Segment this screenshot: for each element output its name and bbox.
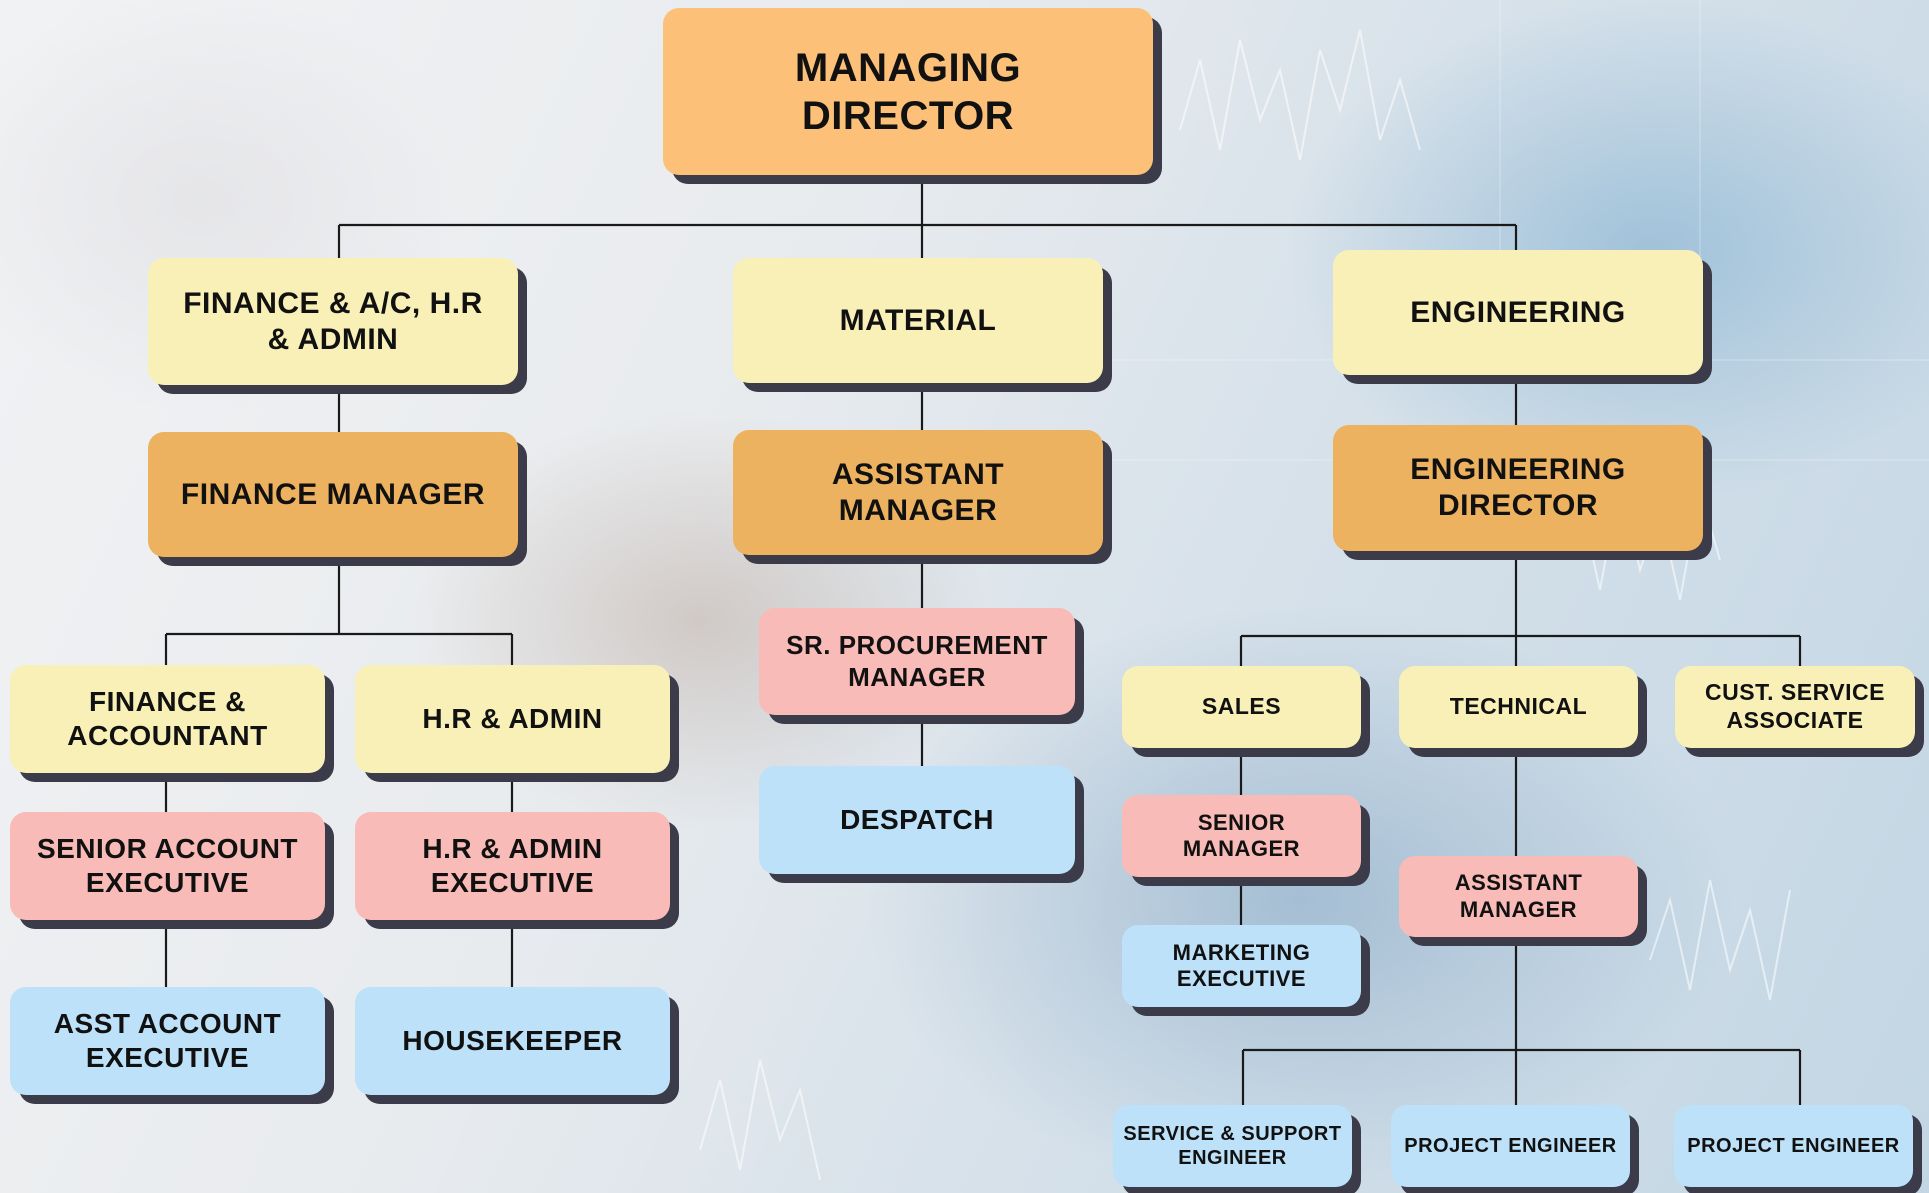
material-assistant-manager-box: ASSISTANT MANAGER <box>733 430 1103 555</box>
asst-account-executive-box: ASST ACCOUNT EXECUTIVE <box>10 987 325 1095</box>
finance-department-box: FINANCE & A/C, H.R & ADMIN <box>148 258 518 385</box>
hr-admin-box: H.R & ADMIN <box>355 665 670 773</box>
sales-box: SALES <box>1122 666 1361 748</box>
housekeeper-box: HOUSEKEEPER <box>355 987 670 1095</box>
finance-accountant-box: FINANCE & ACCOUNTANT <box>10 665 325 773</box>
engineering-director-box: ENGINEERING DIRECTOR <box>1333 425 1703 551</box>
engineering-assistant-manager-box: ASSISTANT MANAGER <box>1399 856 1638 937</box>
service-support-engineer-box: SERVICE & SUPPORT ENGINEER <box>1113 1105 1352 1187</box>
hr-admin-executive-box: H.R & ADMIN EXECUTIVE <box>355 812 670 920</box>
sr-procurement-manager-box: SR. PROCUREMENT MANAGER <box>759 608 1075 715</box>
finance-manager-box: FINANCE MANAGER <box>148 432 518 557</box>
technical-box: TECHNICAL <box>1399 666 1638 748</box>
engineering-department-box: ENGINEERING <box>1333 250 1703 375</box>
material-department-box: MATERIAL <box>733 258 1103 383</box>
senior-manager-box: SENIOR MANAGER <box>1122 795 1361 877</box>
project-engineer-box-2: PROJECT ENGINEER <box>1674 1105 1913 1187</box>
managing-director-box: MANAGING DIRECTOR <box>663 8 1153 175</box>
cust-service-associate-box: CUST. SERVICE ASSOCIATE <box>1675 666 1915 748</box>
project-engineer-box-1: PROJECT ENGINEER <box>1391 1105 1630 1187</box>
senior-account-executive-box: SENIOR ACCOUNT EXECUTIVE <box>10 812 325 920</box>
marketing-executive-box: MARKETING EXECUTIVE <box>1122 925 1361 1007</box>
despatch-box: DESPATCH <box>759 766 1075 874</box>
